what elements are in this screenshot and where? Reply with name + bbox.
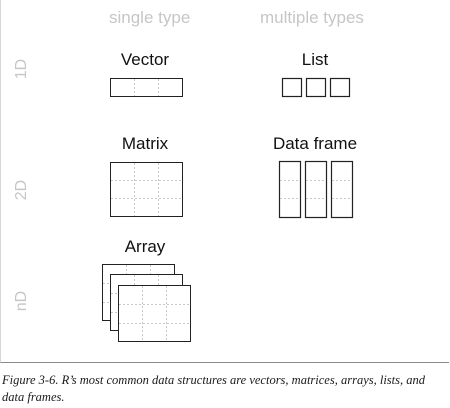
- list-shape: [281, 77, 351, 98]
- column-header-multiple-types: multiple types: [260, 8, 364, 27]
- column-header-single-type: single type: [109, 8, 191, 27]
- vector-title: Vector: [120, 50, 170, 69]
- figure-caption: Figure 3-6. R’s most common data structu…: [2, 373, 426, 404]
- list-title: List: [301, 50, 329, 69]
- data-frame-title: Data frame: [272, 134, 358, 153]
- matrix-title: Matrix: [121, 134, 169, 153]
- data-frame-shape: [278, 160, 354, 219]
- figure-frame: [0, 0, 449, 363]
- vector-shape: [110, 78, 183, 97]
- array-layer-front: [118, 285, 191, 342]
- structures-diagram: [102, 77, 354, 342]
- array-shape: [102, 264, 191, 342]
- matrix-shape: [110, 162, 183, 217]
- array-title: Array: [124, 237, 166, 256]
